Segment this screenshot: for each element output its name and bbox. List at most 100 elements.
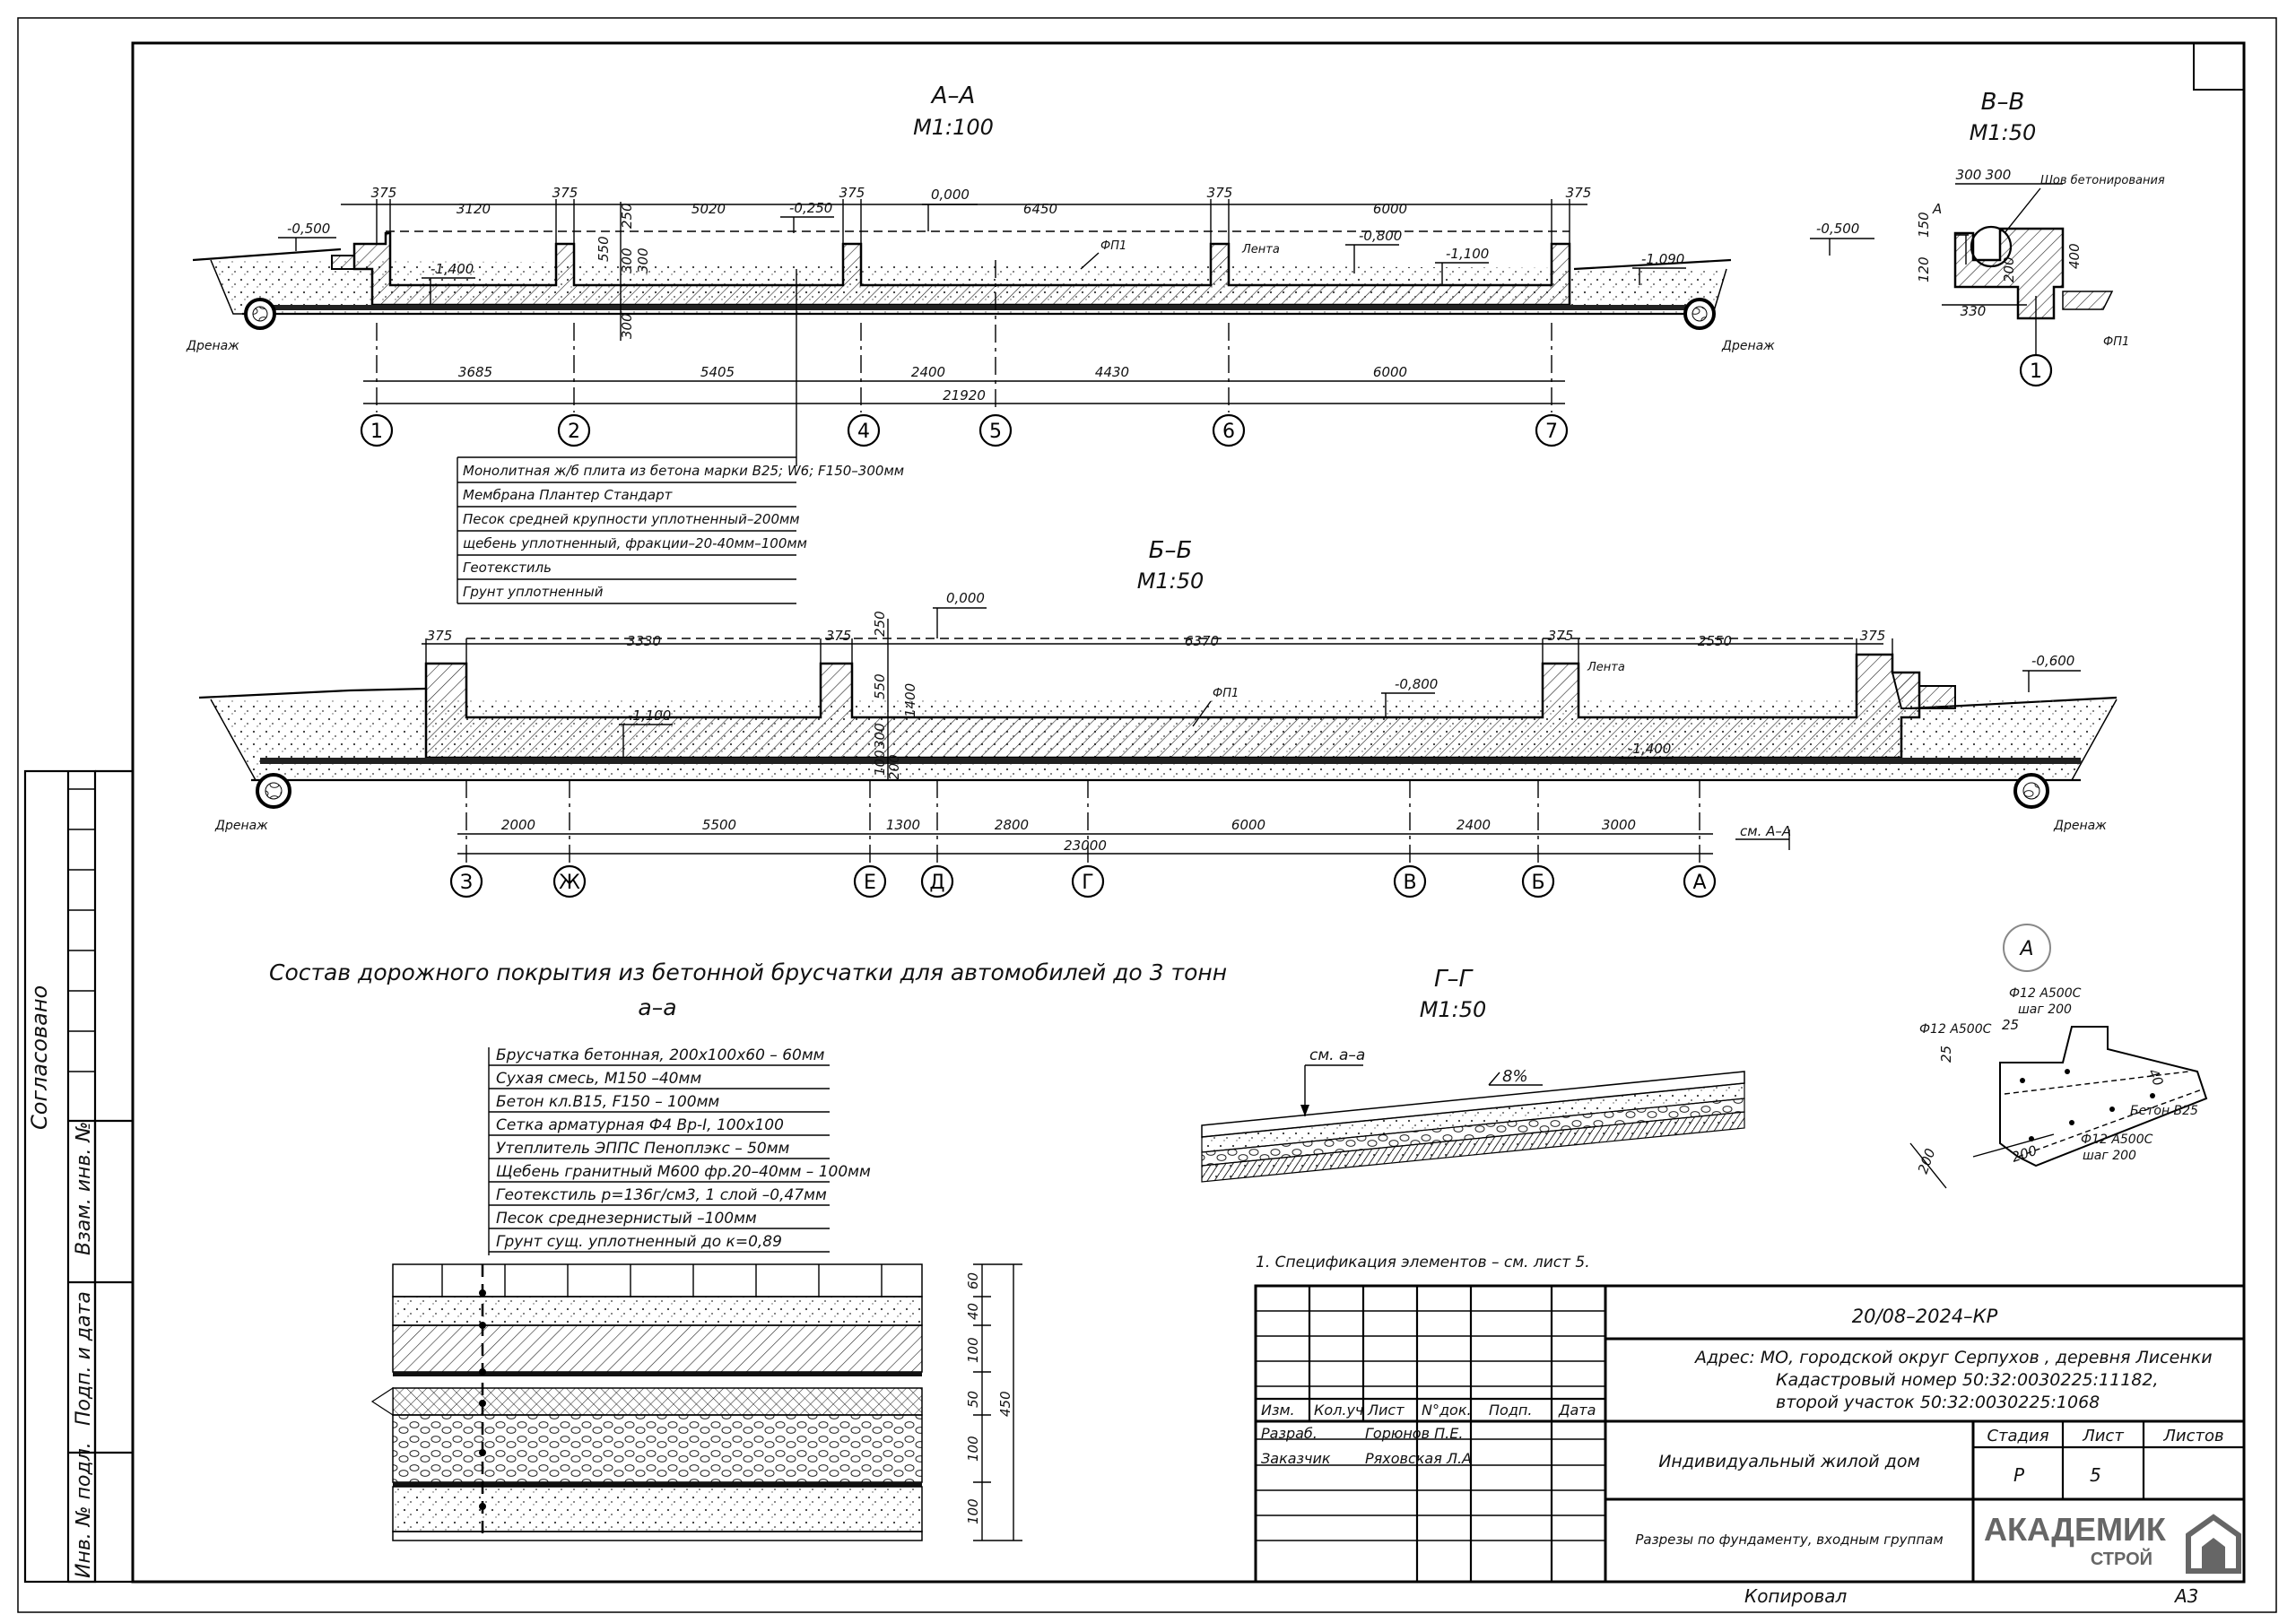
spec-note: 1. Спецификация элементов – см. лист 5. [1256, 1254, 1590, 1271]
section-bb-title: Б–Б [1149, 537, 1193, 564]
title-block: Изм. Кол.уч Лист N°док. Подп. Дата Разра… [1254, 1284, 2246, 1584]
gg-slope: 8% [1502, 1067, 1528, 1086]
tb-sheet-title: Разрезы по фундаменту, входным группам [1635, 1532, 1943, 1548]
footer-copied: Копировал [1744, 1585, 1847, 1607]
aa-dim-bot-1: 5405 [700, 364, 735, 380]
aa-dim-top-4: 375 [839, 185, 865, 201]
node-a-dim-3: 200 [1915, 1146, 1939, 1176]
aa-axis-5: 7 [1545, 421, 1558, 443]
bb-vdim-2: 1400 [902, 683, 918, 717]
gg-ref: см. а–а [1309, 1046, 1365, 1064]
aa-level-1: -1,400 [430, 261, 474, 277]
tb-h-sign: Подп. [1489, 1402, 1532, 1419]
node-a-step-top: шаг 200 [2018, 1002, 2072, 1017]
road-layer-list: Брусчатка бетонная, 200х100х60 – 60мм Су… [488, 1046, 871, 1255]
aa-dim-top-1: 3120 [457, 201, 491, 217]
node-a-rebar-top2: Ф12 А500С [1919, 1022, 1992, 1037]
aa-layer-2: Песок средней крупности уплотненный–200м… [463, 511, 800, 527]
aa-axis-2: 4 [857, 421, 870, 443]
tb-role-0: Разраб. [1261, 1425, 1318, 1442]
bb-axis-4: Г [1082, 872, 1093, 894]
road-layer-cake: 60 40 100 50 100 100 450 [370, 1263, 1022, 1541]
bb-ref-aa: см. А–А [1740, 823, 1791, 839]
bb-level-4: -0,600 [2031, 653, 2074, 669]
node-a-step-bottom: шаг 200 [2083, 1149, 2136, 1163]
aa-fp1: ФП1 [1100, 239, 1126, 253]
aa-layer-callout: Монолитная ж/б плита из бетона марки В25… [457, 456, 904, 604]
road-dim-3: 50 [965, 1391, 981, 1408]
tb-stage-h: Стадия [1987, 1427, 2048, 1445]
aa-level-3: 0,000 [931, 187, 970, 203]
node-a-label: A [2018, 938, 2033, 960]
bb-dim-top-3: 6370 [1185, 633, 1219, 649]
bb-drain-right: Дренаж [2053, 819, 2107, 833]
aa-layer-4: Геотекстиль [463, 560, 552, 576]
section-vv: В–В М1:50 300 300 150 120 400 200 330 -0… [1810, 89, 2165, 387]
tb-h-list: Лист [1367, 1402, 1405, 1419]
tb-code: 20/08–2024–КР [1852, 1306, 1998, 1327]
tb-sheet: 5 [2090, 1464, 2101, 1486]
bb-axis-0: З [460, 872, 473, 894]
bb-vdim-0: 250 [872, 611, 888, 637]
tb-name-0: Горюнов П.Е. [1365, 1425, 1463, 1442]
aa-axis-1: 2 [568, 421, 580, 443]
aa-dim-top-0: 375 [371, 185, 397, 201]
vv-dim-0: 300 [1956, 167, 1982, 183]
tb-h-kol: Кол.уч [1314, 1402, 1363, 1419]
vv-dim-5: 200 [2001, 256, 2017, 282]
aa-axis-markers: 1 2 4 5 6 7 [360, 413, 1569, 447]
road-dim-2: 100 [965, 1337, 981, 1363]
bb-dim-bot-2: 1300 [886, 817, 920, 833]
vv-note: Шов бетонирования [2040, 174, 2165, 187]
road-layer-3: Сетка арматурная Ф4 Вр-I, 100х100 [496, 1116, 784, 1134]
node-a-rebar-top: Ф12 А500С [2009, 986, 2082, 1001]
aa-layer-5: Грунт уплотненный [463, 584, 604, 600]
aa-dim-top-5: 6450 [1023, 201, 1057, 217]
sheet-frame [17, 17, 2277, 1613]
left-stamp: Согласовано Взам. инв. № Подп. и дата Ин… [23, 769, 133, 1584]
tb-h-date: Дата [1558, 1402, 1596, 1419]
road-layer-6: Геотекстиль р=136г/см3, 1 слой –0,47мм [496, 1186, 827, 1204]
bb-dim-total: 23000 [1064, 838, 1107, 854]
aa-level-4: -0,800 [1359, 228, 1402, 244]
tb-sheets-h: Листов [2162, 1427, 2223, 1445]
road-dim-1: 40 [965, 1303, 981, 1320]
vv-node-label: A [1932, 201, 1942, 217]
logo: АКАДЕМИК СТРОЙ [1984, 1511, 2241, 1574]
aa-dim-bot-0: 3685 [458, 364, 492, 380]
aa-level-5: -1,100 [1446, 246, 1489, 262]
road-layer-4: Утеплитель ЭППС Пеноплэкс – 50мм [496, 1140, 790, 1158]
bb-drain-left: Дренаж [214, 819, 268, 833]
road-title: Состав дорожного покрытия из бетонной бр… [269, 959, 1227, 985]
road-layer-5: Щебень гранитный М600 фр.20–40мм – 100мм [496, 1163, 871, 1181]
aa-dim-bot-2: 2400 [911, 364, 945, 380]
section-bb: Б–Б М1:50 Дренаж Дренаж 375 3330 375 637… [198, 537, 2118, 898]
vv-dim-4: 400 [2066, 243, 2083, 269]
aa-drain-left: Дренаж [186, 339, 239, 353]
road-layer-0: Брусчатка бетонная, 200х100х60 – 60мм [496, 1046, 825, 1064]
aa-axis-3: 5 [989, 421, 1002, 443]
aa-vdim-2: 300 [619, 247, 635, 273]
stamp-replace-inv: Взам. инв. № [73, 1122, 95, 1255]
node-a-dim-0: 25 [2002, 1017, 2019, 1033]
tb-role-1: Заказчик [1261, 1450, 1331, 1467]
road-dim-4: 100 [965, 1436, 981, 1462]
bb-level-1: -0,800 [1395, 676, 1438, 692]
section-aa-scale: М1:100 [913, 115, 994, 140]
vv-fp1: ФП1 [2103, 335, 2129, 349]
bb-vdim-1: 550 [872, 673, 888, 699]
bb-dim-bot-4: 6000 [1231, 817, 1265, 833]
section-gg-scale: М1:50 [1420, 997, 1487, 1022]
aa-axis-4: 6 [1222, 421, 1235, 443]
bb-dim-bot-5: 2400 [1457, 817, 1491, 833]
aa-dim-top-2: 375 [552, 185, 578, 201]
bb-dim-top-1: 3330 [627, 633, 661, 649]
aa-axis-0: 1 [370, 421, 383, 443]
aa-level-6: -1,090 [1641, 251, 1684, 267]
aa-layer-0: Монолитная ж/б плита из бетона марки В25… [463, 463, 904, 479]
node-a-dim-1: 25 [1938, 1046, 1954, 1063]
road-layer-1: Сухая смесь, М150 –40мм [496, 1070, 701, 1088]
tb-h-doc: N°док. [1422, 1402, 1472, 1419]
section-aa-title: А–А [930, 82, 976, 109]
